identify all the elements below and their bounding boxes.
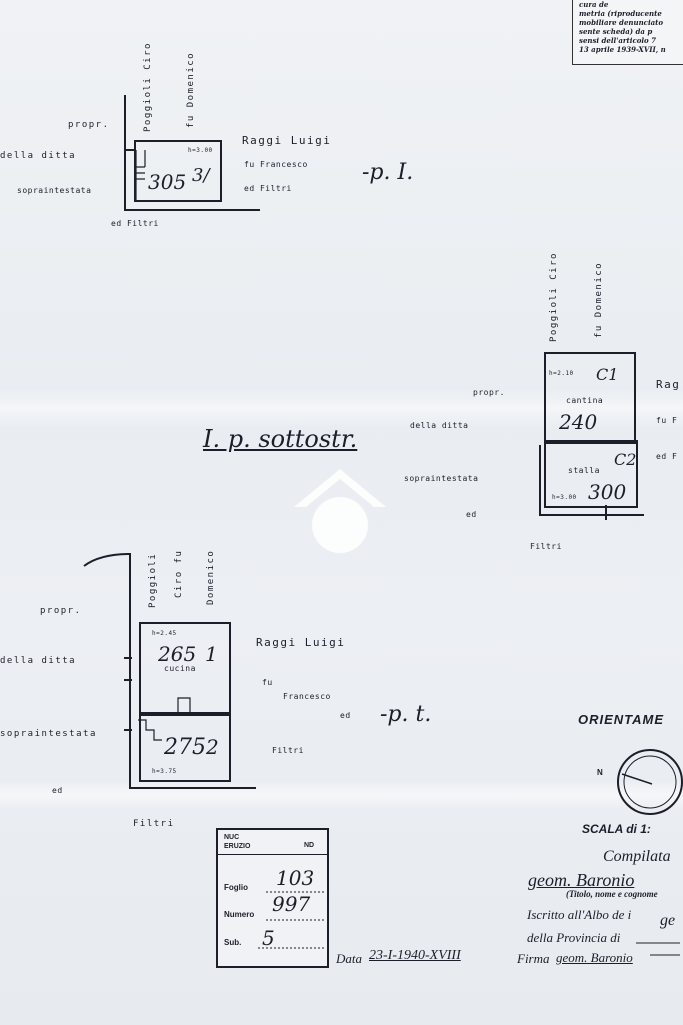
room-number: 300 <box>588 480 627 504</box>
neighbor-name: Filtri <box>272 746 304 755</box>
room-305 <box>134 140 222 202</box>
label-filtri: Filtri <box>133 819 175 829</box>
watermark-logo-icon <box>294 469 386 553</box>
parcel-info-box: NUC ERUZIO ND Foglio 103 Numero 997 Sub.… <box>216 828 329 968</box>
signature-value: geom. Baronio <box>556 950 633 965</box>
sub-value: 5 <box>262 926 275 950</box>
date-value: 23-I-1940-XVIII <box>369 948 461 963</box>
room-height: h=2.10 <box>549 370 574 377</box>
signature-label: Firma <box>517 951 550 966</box>
neighbor-name: ed Filtri <box>244 184 292 193</box>
foglio-value: 103 <box>276 866 315 890</box>
room-cantina <box>544 352 636 444</box>
label-ditta: della ditta <box>0 151 77 161</box>
room-height: h=3.00 <box>188 147 213 154</box>
room-height: h=3.00 <box>552 494 577 501</box>
label-ditta: della ditta <box>410 421 469 430</box>
room-275 <box>139 712 231 782</box>
neighbor-name: fu <box>262 678 273 687</box>
info-box-header <box>218 830 327 855</box>
neighbor-name: ed F <box>656 452 678 461</box>
floor-label: -p. t. <box>380 702 432 727</box>
label-ed-filtri: ed Filtri <box>111 219 159 228</box>
stamp-line: sensi dell'articolo 7 <box>579 36 657 45</box>
room-name: stalla <box>568 466 600 475</box>
compiler-name: geom. Baronio <box>528 870 635 890</box>
header-text: NUC <box>224 834 240 841</box>
numero-label: Numero <box>224 910 255 919</box>
neighbor-name: Raggi Luigi <box>256 636 346 649</box>
province-label: della Provincia di <box>527 930 621 945</box>
stamp-line: sente scheda) da p <box>579 27 653 36</box>
room-sub: C1 <box>596 365 619 384</box>
neighbor-name: ed <box>340 711 351 720</box>
underline-marks <box>636 942 680 956</box>
neighbor-name: Poggioli Ciro <box>549 252 559 342</box>
label-sopraintestata: sopraintestata <box>0 729 97 739</box>
room-height: h=2.45 <box>152 630 177 637</box>
room-number: 305 <box>148 170 187 194</box>
neighbor-name: fu F <box>656 416 678 425</box>
stamp-line: 13 aprile 1939-XVII, n <box>579 45 666 54</box>
label-filtri: Filtri <box>530 542 562 551</box>
compiled-label: Compilata <box>603 848 671 865</box>
north-label: N <box>597 768 605 777</box>
scale-label: SCALA di 1: <box>582 822 651 836</box>
label-propr: propr. <box>68 120 110 130</box>
neighbor-name: Rag <box>656 378 681 391</box>
floor-label: -p. I. <box>362 160 414 185</box>
room-number: 265 <box>158 642 197 666</box>
floor-label: I. p. sottostr. <box>203 425 358 453</box>
header-text: ND <box>304 842 315 849</box>
room-stalla <box>544 440 638 508</box>
label-propr: propr. <box>473 388 505 397</box>
sub-label: Sub. <box>224 938 242 947</box>
foglio-label: Foglio <box>224 883 248 892</box>
label-sopraintestata: sopraintestata <box>404 474 479 483</box>
room-number: 275 <box>164 735 206 760</box>
room-sub: C2 <box>614 450 637 469</box>
compass-icon <box>617 749 683 815</box>
room-sub: 3/ <box>192 165 210 186</box>
label-propr: propr. <box>40 606 82 616</box>
neighbor-name: fu Domenico <box>594 261 604 338</box>
neighbor-name: Francesco <box>283 692 331 701</box>
room-sub: 1 <box>205 642 218 666</box>
room-sub: 2 <box>206 735 219 759</box>
label-ed: ed <box>52 786 63 795</box>
stamp-line: metria (riproducente <box>579 9 662 18</box>
room-height: h=3.75 <box>152 768 177 775</box>
stamp-line: mobiliare denunciato <box>579 18 664 27</box>
room-name: cantina <box>566 396 604 405</box>
label-ditta: della ditta <box>0 656 77 666</box>
neighbor-name: fu Francesco <box>244 160 308 169</box>
room-cucina <box>139 622 231 716</box>
register-label: Iscritto all'Albo de i <box>527 907 632 922</box>
numero-value: 997 <box>272 892 311 916</box>
label-sopraintestata: sopraintestata <box>17 186 92 195</box>
underline-marks <box>258 891 324 949</box>
header-stamp: cura de metria (riproducente mobiliare d… <box>572 0 683 65</box>
wall-outline <box>124 95 260 211</box>
paper-fold <box>0 780 683 810</box>
compiler-subtitle: (Titolo, nome e cognome <box>566 889 658 899</box>
stamp-line: cura de <box>579 0 609 9</box>
header-text: ERUZIO <box>224 843 251 850</box>
orientation-title: ORIENTAME <box>578 712 665 727</box>
date-label: Data <box>336 951 362 966</box>
paper-fold <box>0 388 683 428</box>
label-ed: ed <box>466 510 477 519</box>
room-name: cucina <box>164 664 196 673</box>
room-number: 240 <box>559 410 598 434</box>
neighbor-name: Raggi Luigi <box>242 134 332 147</box>
register-value: ge <box>660 912 676 929</box>
